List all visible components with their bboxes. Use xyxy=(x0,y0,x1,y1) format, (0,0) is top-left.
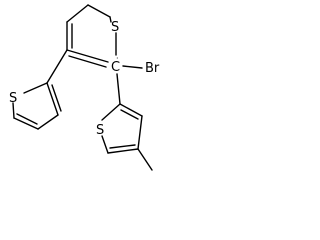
bond-left-c2-c3 xyxy=(46,82,59,116)
atom-label-bottom-s: S xyxy=(96,123,104,138)
bond-top-c2-c3 xyxy=(66,49,109,63)
bond-left-c4-c5-inner xyxy=(16,113,38,125)
bond-left-s-c2 xyxy=(23,82,48,94)
bond-bottom-c5-c4 xyxy=(107,148,139,154)
bond-bottom-c3-c2 xyxy=(119,103,143,117)
atom-label-radical-dot: · xyxy=(116,54,119,63)
bond-left-c4-c5 xyxy=(13,117,39,130)
bond-bottom-c4-c3 xyxy=(137,115,143,150)
atom-label-top-s: S xyxy=(111,20,119,35)
left-thiophene-ring xyxy=(12,82,62,130)
atom-label-radical-c: C xyxy=(111,60,120,75)
bond-top-c4-c5 xyxy=(66,4,89,23)
bond-methyl xyxy=(137,148,153,171)
bond-top-c2-c3-inner xyxy=(68,55,107,68)
bond-top-c5-c6 xyxy=(87,4,111,18)
bond-left-c3-c4 xyxy=(37,114,59,130)
bond-c-br xyxy=(122,65,143,69)
bond-c-to-bottom-ring xyxy=(116,73,121,105)
bond-bottom-c2-s xyxy=(101,103,121,121)
chemical-structure: S C · Br S S xyxy=(9,4,160,171)
top-thiophene-ring xyxy=(66,4,117,68)
atom-label-left-s: S xyxy=(9,91,17,106)
bond-left-c5-s xyxy=(12,102,15,119)
bond-left-c2-c3-inner xyxy=(51,84,62,112)
bond-bottom-c3-c2-inner xyxy=(120,109,139,120)
bond-bottom-s-c5 xyxy=(101,135,109,154)
bond-top-ring-to-left-ring xyxy=(46,49,68,84)
atom-label-br: Br xyxy=(145,61,160,76)
bond-top-c6-s xyxy=(109,16,112,23)
bottom-thiophene-ring xyxy=(101,103,153,171)
bond-bottom-c5-c4-inner xyxy=(109,144,136,149)
